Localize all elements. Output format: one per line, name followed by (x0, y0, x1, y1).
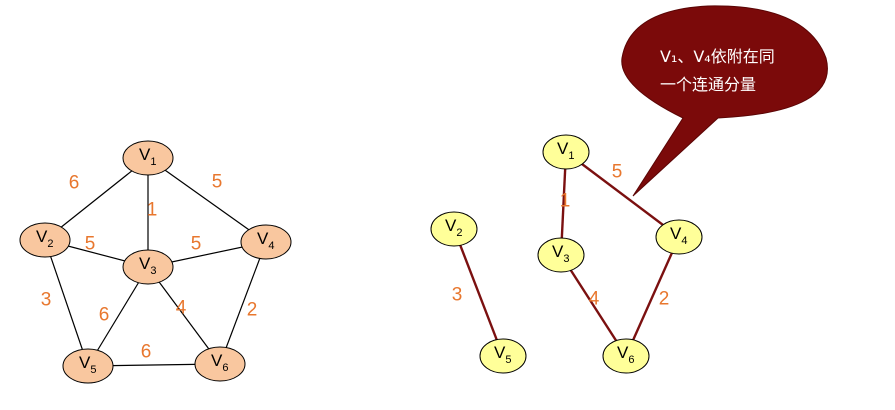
tree-vertex-shape (602, 338, 650, 374)
tree-edge-v1-v4 (565, 151, 680, 238)
graph-vertex-label: V4 (257, 229, 274, 252)
graph-edge-v4-v6 (219, 241, 267, 365)
callout-line-1: V₁、V₄依附在同 (660, 47, 775, 66)
graph-weight-v3-v6: 4 (176, 298, 187, 319)
tree-vertex-shape (655, 219, 703, 255)
tree-edge-v4-v6 (624, 236, 681, 357)
graph-edge-v1-v4 (147, 157, 267, 243)
graph-weight-v1-v2: 6 (69, 173, 80, 194)
graph-vertex-shape (122, 140, 174, 176)
graph-vertex-label: V3 (139, 254, 156, 277)
graph-weight-v2-v5: 3 (41, 290, 52, 311)
tree-weight-v4-v6: 2 (659, 289, 670, 310)
graph-weight-v3-v4: 5 (191, 234, 202, 255)
tree-vertex-v5: V5 (479, 338, 527, 374)
tree-vertex-label: V4 (670, 224, 687, 247)
tree-vertex-v2: V2 (430, 211, 478, 247)
graph-weight-v2-v3: 5 (85, 234, 96, 255)
graph-edge-v2-v5 (44, 239, 89, 367)
graph-weight-v1-v3: 1 (147, 200, 158, 221)
tree-vertex-label: V5 (494, 343, 511, 366)
tree-vertex-v1: V1 (542, 134, 590, 170)
graph-vertex-shape (19, 222, 71, 258)
graph-vertex-v6: V6 (194, 346, 246, 382)
graph-vertex-shape (240, 224, 292, 260)
graph-vertex-shape (122, 249, 174, 285)
tree-vertex-v3: V3 (537, 237, 585, 273)
callout-line-2: 一个连通分量 (660, 75, 756, 94)
tree-weight-v3-v6: 4 (589, 289, 600, 310)
tree-vertex-label: V3 (552, 242, 569, 265)
graph-edge-v1-v2 (44, 157, 149, 241)
tree-vertex-label: V6 (617, 343, 634, 366)
graph-vertex-label: V6 (211, 351, 228, 374)
tree-vertex-shape (479, 338, 527, 374)
graph-vertex-label: V5 (79, 353, 96, 376)
tree-vertex-shape (430, 211, 478, 247)
graph-vertex-v2: V2 (19, 222, 71, 258)
tree-vertex-v6: V6 (602, 338, 650, 374)
graph-vertex-label: V2 (36, 227, 53, 250)
tree-weight-v2-v5: 3 (452, 285, 463, 306)
tree-vertex-label: V1 (557, 139, 574, 162)
graph-vertex-v1: V1 (122, 140, 174, 176)
tree-weight-v1-v3: 1 (560, 191, 571, 212)
graph-vertex-label: V1 (139, 145, 156, 168)
graph-vertex-v3: V3 (122, 249, 174, 285)
tree-edge-v3-v6 (559, 254, 628, 357)
graph-edge-v3-v6 (147, 266, 221, 365)
callout: V₁、V₄依附在同 一个连通分量 (621, 5, 828, 197)
tree-vertex-shape (537, 237, 585, 273)
callout-bubble (621, 5, 828, 197)
tree-vertex-label: V2 (445, 216, 462, 239)
graph-weight-v1-v4: 5 (212, 172, 223, 193)
graph-weight-v5-v6: 6 (141, 342, 152, 363)
graph-vertex-v4: V4 (240, 224, 292, 260)
graph-weight-v4-v6: 2 (247, 300, 258, 321)
graph-vertex-shape (194, 346, 246, 382)
tree-vertex-shape (542, 134, 590, 170)
graph-edge-v3-v5 (87, 266, 149, 367)
graph-vertex-v5: V5 (62, 348, 114, 384)
graph-weight-v3-v5: 6 (99, 305, 110, 326)
tree-vertex-v4: V4 (655, 219, 703, 255)
graph-vertex-shape (62, 348, 114, 384)
tree-weight-v1-v4: 5 (612, 162, 623, 183)
tree-edge-v2-v5 (452, 228, 505, 357)
